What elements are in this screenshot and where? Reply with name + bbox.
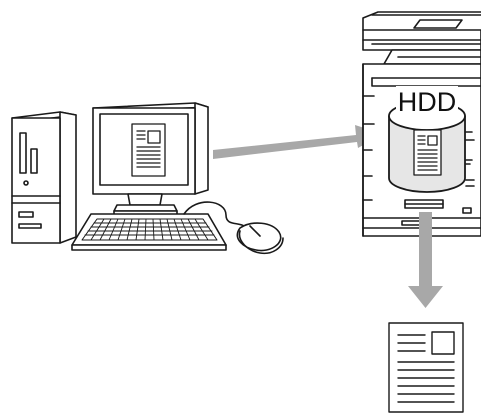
hdd-icon	[388, 86, 466, 193]
hdd-label: HDD	[398, 87, 457, 117]
monitor-icon	[92, 102, 209, 216]
mouse-icon	[183, 201, 284, 255]
hdd-document-icon	[413, 129, 442, 176]
computer-tower-icon	[11, 111, 77, 244]
print-arrow-icon	[408, 212, 443, 308]
send-arrow-icon	[213, 125, 383, 159]
printout-page-icon	[388, 322, 464, 413]
keyboard-icon	[71, 213, 227, 251]
screen-document-icon	[131, 123, 166, 177]
